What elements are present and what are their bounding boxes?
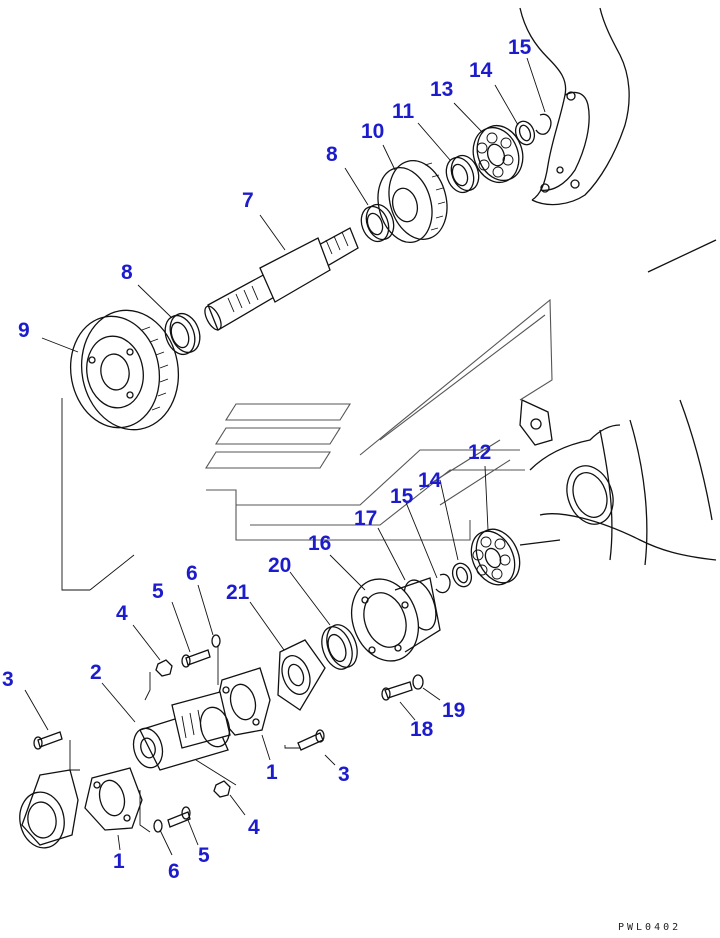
callout-5: 5 xyxy=(152,580,164,603)
watermark-logo xyxy=(205,298,553,541)
callout-12: 12 xyxy=(468,441,491,464)
part-15-snap-ring-upper xyxy=(535,113,552,135)
callout-3: 3 xyxy=(338,763,350,786)
callout-10: 10 xyxy=(361,120,384,143)
callout-16: 16 xyxy=(308,532,331,555)
callout-4: 4 xyxy=(248,816,260,839)
part-21-coupling-flange xyxy=(277,639,326,711)
part-8-bearing-lower xyxy=(164,312,201,356)
transmission-case-lower xyxy=(519,239,717,566)
drawing-code: PWL0402 xyxy=(618,922,681,933)
callout-20: 20 xyxy=(268,554,291,577)
part-11-bearing xyxy=(445,154,480,194)
callout-1: 1 xyxy=(266,761,278,784)
part-16-retainer xyxy=(351,577,441,662)
callout-8: 8 xyxy=(326,143,338,166)
part-5-bolt-upper xyxy=(181,649,211,668)
callout-2: 2 xyxy=(90,661,102,684)
callout-5: 5 xyxy=(198,844,210,867)
callout-3: 3 xyxy=(2,668,14,691)
callout-17: 17 xyxy=(354,507,377,530)
part-2-drive-shaft xyxy=(132,691,231,771)
part-1-spider-lower xyxy=(84,767,143,831)
transmission-case-upper xyxy=(519,7,630,206)
part-4-nut-upper xyxy=(155,659,173,677)
callout-8: 8 xyxy=(121,261,133,284)
part-10-gear xyxy=(377,160,448,243)
callout-1: 1 xyxy=(113,850,125,873)
part-8-bearing-upper xyxy=(360,203,395,243)
callout-11: 11 xyxy=(392,100,415,123)
yoke-housing xyxy=(19,769,79,849)
part-14-ring-lower xyxy=(451,562,473,588)
part-19-washer xyxy=(412,674,424,690)
callout-14: 14 xyxy=(418,469,442,492)
callout-labels: 15 14 13 11 10 8 7 8 9 12 14 15 17 16 20… xyxy=(2,36,532,883)
leader-lines xyxy=(24,57,546,856)
callout-19: 19 xyxy=(442,699,465,722)
callout-21: 21 xyxy=(226,581,250,604)
part-13-roller-bearing xyxy=(472,124,524,184)
part-12-roller-bearing xyxy=(470,528,521,586)
callout-6: 6 xyxy=(168,860,180,883)
part-5-bolt-lower xyxy=(167,806,191,828)
part-7-shaft xyxy=(204,227,359,331)
callout-14: 14 xyxy=(469,59,493,82)
part-9-gear xyxy=(69,309,180,431)
part-18-bolt xyxy=(381,681,413,701)
part-20-seal xyxy=(321,624,358,670)
callout-7: 7 xyxy=(242,189,254,212)
callout-18: 18 xyxy=(410,718,434,741)
callout-4: 4 xyxy=(116,602,128,625)
callout-13: 13 xyxy=(430,78,453,101)
part-4-nut-lower xyxy=(213,780,231,798)
callout-15: 15 xyxy=(390,485,414,508)
callout-6: 6 xyxy=(186,562,198,585)
part-15-snap-ring-lower xyxy=(435,573,451,594)
part-14-ring-upper xyxy=(514,120,536,146)
part-6-washer-lower xyxy=(153,819,163,833)
callout-15: 15 xyxy=(508,36,532,59)
part-3-bolt-left xyxy=(33,731,63,750)
part-6-washer-upper xyxy=(211,634,221,648)
part-3-bolt-right xyxy=(297,729,325,751)
callout-9: 9 xyxy=(18,319,30,342)
